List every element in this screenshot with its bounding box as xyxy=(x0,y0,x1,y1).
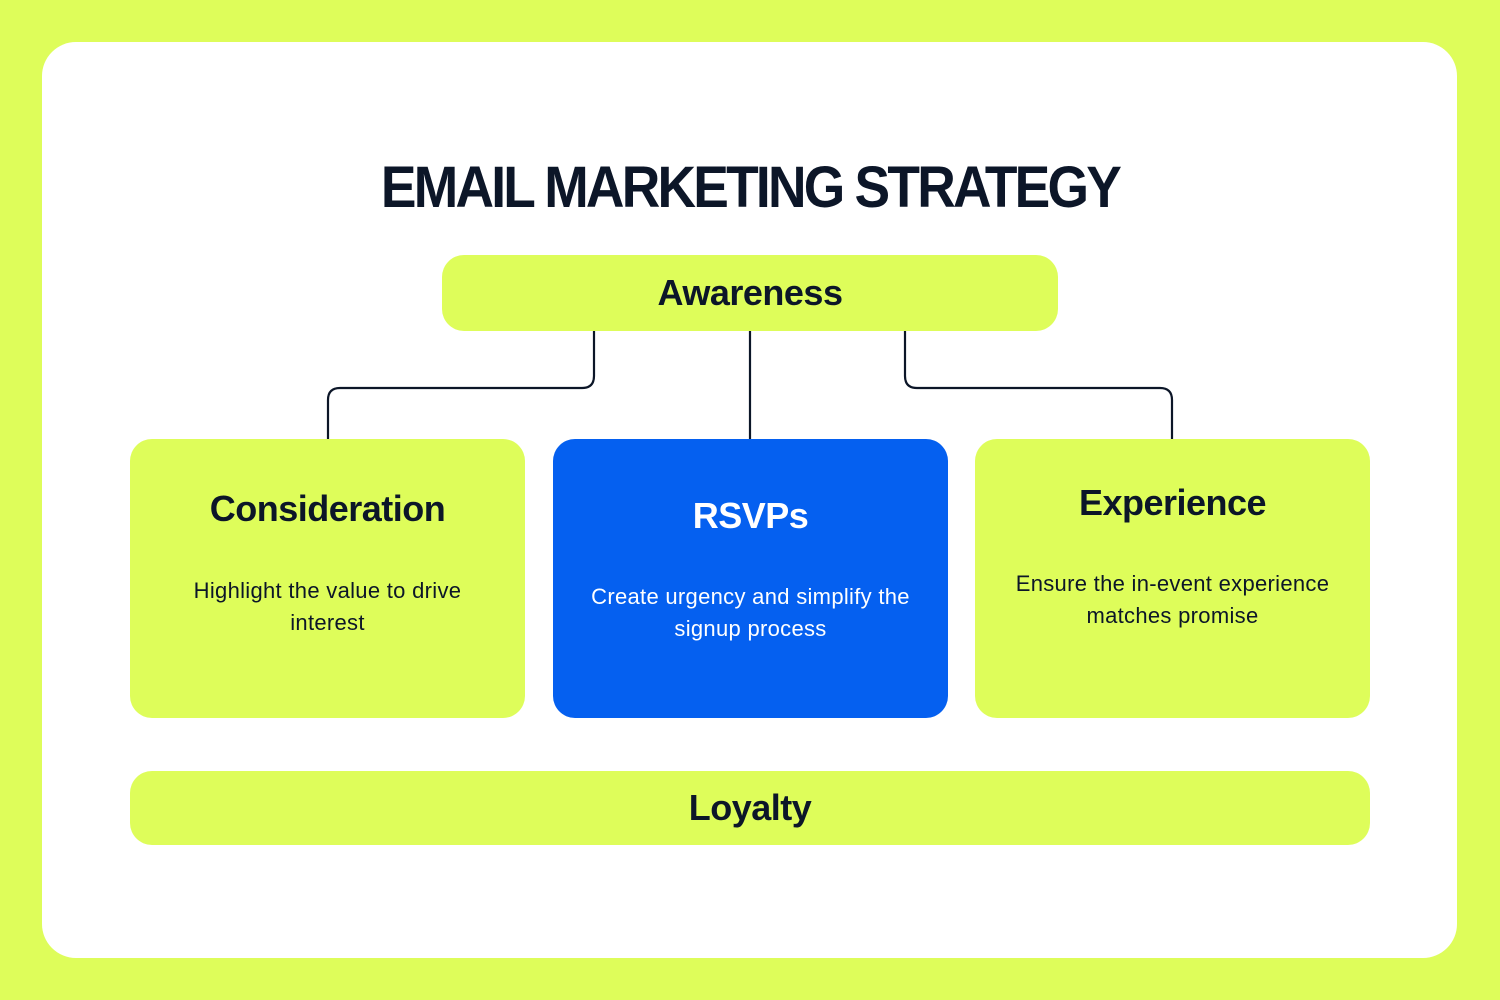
card-description: Ensure the in-event experience matches p… xyxy=(1015,571,1330,628)
card-title: Consideration xyxy=(209,488,446,529)
card-title: Experience xyxy=(1078,482,1267,523)
node-loyalty-label: Loyalty xyxy=(688,787,812,828)
card-rsvps: RSVPs Create urgency and simplify the si… xyxy=(553,439,948,718)
connector-awareness-consideration xyxy=(326,331,596,439)
card-title: RSVPs xyxy=(692,495,809,536)
node-loyalty: Loyalty xyxy=(130,771,1370,845)
node-awareness: Awareness xyxy=(442,255,1058,331)
node-awareness-label: Awareness xyxy=(657,272,843,313)
card-experience: Experience Ensure the in-event experienc… xyxy=(975,439,1370,718)
diagram-title: EMAIL MARKETING STRATEGY xyxy=(380,155,1122,220)
card-description: Highlight the value to drive interest xyxy=(193,578,462,635)
card-description: Create urgency and simplify the signup p… xyxy=(591,584,910,641)
connector-awareness-experience xyxy=(903,331,1174,439)
card-consideration: Consideration Highlight the value to dri… xyxy=(130,439,525,718)
